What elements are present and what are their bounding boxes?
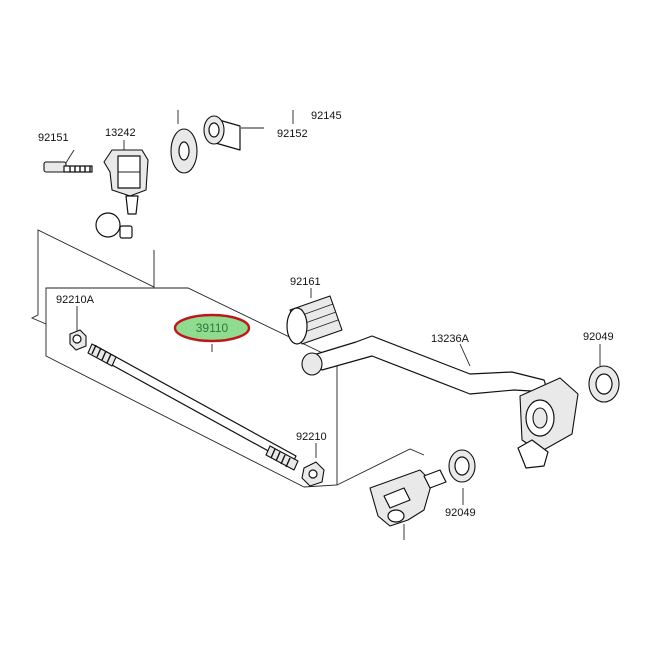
shift-pedal-13236A-part <box>301 335 579 469</box>
seal-92049-bottom-part <box>448 449 476 483</box>
seal-92049-top-part <box>588 365 620 403</box>
pedal-rubber-92161-part <box>286 295 343 345</box>
highlight-39110[interactable]: 39110 <box>173 313 251 343</box>
nut-92210-part <box>301 461 325 487</box>
highlight-ring <box>173 313 251 343</box>
tie-rod-39110-part <box>87 343 299 471</box>
label-92161: 92161 <box>290 276 321 288</box>
bushing-92152-part <box>203 115 241 151</box>
nut-92210A-part <box>69 329 87 351</box>
label-92049-bottom: 92049 <box>445 507 476 519</box>
label-92210: 92210 <box>296 431 327 443</box>
shift-arm-13242-part <box>95 149 149 239</box>
label-92049-top: 92049 <box>583 331 614 343</box>
leader-lines <box>63 110 601 505</box>
label-92145: 92145 <box>311 110 342 122</box>
label-92210A: 92210A <box>56 294 95 306</box>
assembly-frame <box>30 229 425 488</box>
clevis-joint-part <box>369 469 447 540</box>
part-labels: 92151 13242 92145 92152 92161 92210A 132… <box>38 110 614 519</box>
bolt-92151-part <box>43 161 93 173</box>
label-92151: 92151 <box>38 132 69 144</box>
label-13242: 13242 <box>105 127 136 139</box>
washer-92145-part <box>170 128 198 174</box>
label-39110: 39110 <box>196 321 229 335</box>
label-13236A: 13236A <box>431 333 470 345</box>
label-92152: 92152 <box>277 128 308 140</box>
